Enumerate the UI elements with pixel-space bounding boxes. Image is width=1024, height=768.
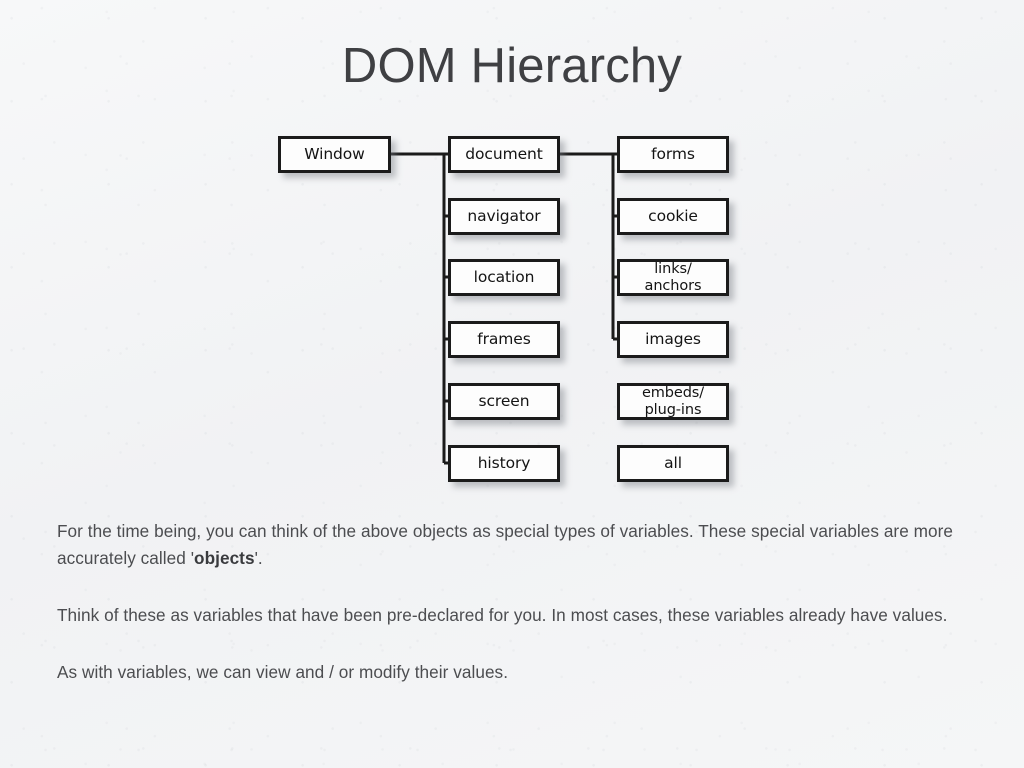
node-forms[interactable]: forms xyxy=(617,136,729,173)
node-label: frames xyxy=(477,330,531,349)
node-label: forms xyxy=(651,145,695,164)
node-window[interactable]: Window xyxy=(278,136,391,173)
node-images[interactable]: images xyxy=(617,321,729,358)
node-embeds-plugins[interactable]: embeds/ plug-ins xyxy=(617,383,729,420)
body-copy: For the time being, you can think of the… xyxy=(57,518,962,686)
node-all[interactable]: all xyxy=(617,445,729,482)
node-screen[interactable]: screen xyxy=(448,383,560,420)
node-label-line2: anchors xyxy=(644,277,702,294)
node-label-line1: links/ xyxy=(654,261,692,278)
node-label: images xyxy=(645,330,701,349)
paragraph-3: As with variables, we can view and / or … xyxy=(57,662,509,682)
node-label: screen xyxy=(478,392,530,411)
page-title: DOM Hierarchy xyxy=(341,39,683,93)
paragraph-2: Think of these as variables that have be… xyxy=(57,605,948,625)
node-navigator[interactable]: navigator xyxy=(448,198,560,235)
paragraph-1-text-before: For the time being, you can think of the… xyxy=(57,521,953,568)
node-frames[interactable]: frames xyxy=(448,321,560,358)
node-label: document xyxy=(465,145,543,164)
node-cookie[interactable]: cookie xyxy=(617,198,729,235)
node-label-line1: embeds/ xyxy=(641,385,705,402)
node-document[interactable]: document xyxy=(448,136,560,173)
paragraph-1-bold-term: objects xyxy=(194,548,255,568)
node-label: Window xyxy=(304,145,365,164)
paragraph-1: For the time being, you can think of the… xyxy=(57,518,962,572)
node-label-line2: plug-ins xyxy=(644,401,702,418)
dom-hierarchy-diagram: Window document navigator location frame… xyxy=(278,136,729,482)
node-history[interactable]: history xyxy=(448,445,560,482)
node-label: navigator xyxy=(467,207,541,226)
node-label: location xyxy=(473,268,535,287)
node-links-anchors[interactable]: links/ anchors xyxy=(617,259,729,296)
node-label: cookie xyxy=(648,207,698,226)
node-label: history xyxy=(477,454,531,473)
node-label: all xyxy=(664,454,682,473)
paragraph-1-text-after: '. xyxy=(254,548,263,568)
node-location[interactable]: location xyxy=(448,259,560,296)
